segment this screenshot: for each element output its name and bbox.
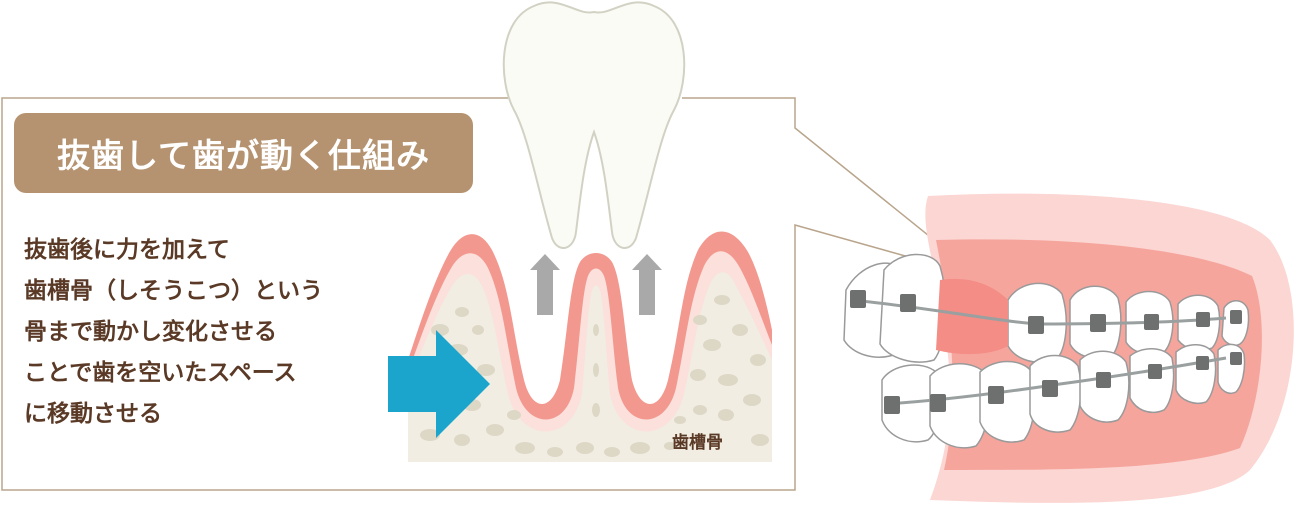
description-line: に移動させる: [24, 401, 162, 427]
push-arrow: [388, 330, 490, 438]
bone-texture: [411, 295, 769, 457]
description-text: 抜歯後に力を加えて 歯槽骨（しそうこつ）という 骨まで動かし変化させる ことで歯…: [24, 230, 404, 435]
description-line: 骨まで動かし変化させる: [24, 319, 277, 345]
lift-arrow-right: [632, 254, 662, 315]
brackets: [850, 290, 1242, 414]
bone-body: [408, 272, 772, 462]
description-line: 歯槽骨（しそうこつ）という: [24, 278, 323, 304]
title-badge: 抜歯して歯が動く仕組み: [14, 113, 473, 193]
lift-arrow-left: [530, 254, 560, 315]
description-line: ことで歯を空いたスペース: [24, 360, 297, 386]
extracted-tooth: [502, 1, 686, 249]
alveolar-cross-section: [408, 231, 772, 462]
description-line: 抜歯後に力を加えて: [24, 237, 230, 263]
bone-label: 歯槽骨: [672, 433, 723, 453]
mouth-with-braces: [843, 193, 1294, 503]
title-text: 抜歯して歯が動く仕組み: [56, 136, 430, 175]
callout-frame: [1, 97, 981, 491]
